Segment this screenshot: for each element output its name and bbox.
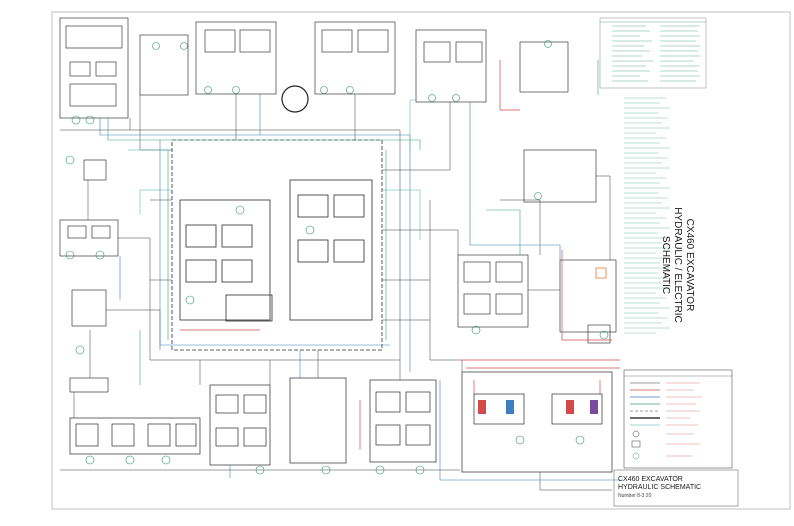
red-lines [180, 60, 620, 450]
bottom-component-blocks [69, 371, 613, 473]
actuator-symbols [478, 267, 607, 414]
title-block [613, 469, 739, 507]
side-title: CX460 EXCAVATOR HYDRAULIC / ELECTRIC SCH… [659, 175, 695, 355]
legend-box [623, 369, 733, 469]
green-lines [107, 60, 599, 385]
blue-lines [99, 94, 620, 481]
reference-table-top [599, 17, 707, 89]
bottom-title-line2: HYDRAULIC SCHEMATIC [618, 484, 702, 491]
top-circle-symbol [281, 85, 309, 113]
left-component-blocks [59, 159, 119, 393]
bottom-title-line1: CX460 EXCAVATOR [618, 476, 683, 483]
side-title-line1: CX460 EXCAVATOR [684, 218, 695, 312]
connector-circles [65, 40, 609, 475]
top-component-blocks [59, 17, 569, 119]
black-lines [60, 94, 612, 491]
side-title-line3: SCHEMATIC [660, 235, 671, 295]
sheet-border [51, 11, 791, 510]
component-list-right [624, 97, 670, 334]
right-component-blocks [457, 149, 617, 344]
cyan-lines [128, 99, 421, 240]
side-title-line2: HYDRAULIC / ELECTRIC [672, 207, 683, 323]
bottom-title-line3: Number 8-3 20 [618, 493, 652, 499]
bottom-title: CX460 EXCAVATOR HYDRAULIC SCHEMATIC Numb… [618, 476, 788, 500]
main-valve-block [171, 139, 383, 351]
